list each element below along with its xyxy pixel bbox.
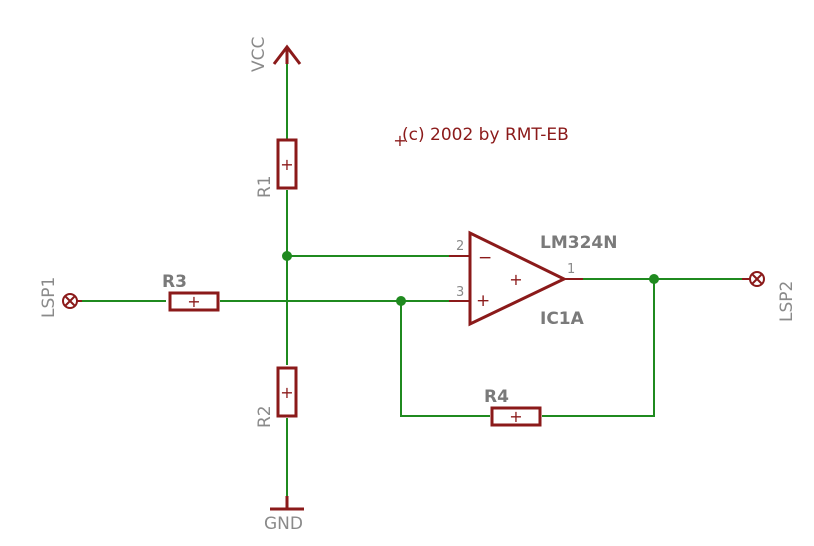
speaker-lsp2[interactable]: LSP2 bbox=[742, 271, 797, 322]
resistor-r1-label: R1 bbox=[255, 175, 275, 198]
opamp-pin-3-number: 3 bbox=[456, 285, 464, 300]
resistor-r4-body bbox=[490, 406, 542, 427]
resistor-r1-body bbox=[276, 138, 298, 190]
resistor-r4-label: R4 bbox=[484, 387, 509, 407]
opamp-pin-2-number: 2 bbox=[456, 239, 464, 254]
resistor-r3-mark: + bbox=[187, 292, 200, 311]
resistor-r1[interactable]: + R1 bbox=[255, 138, 298, 198]
opamp-ic1a[interactable]: − + + 2 3 1 LM324N IC1A bbox=[449, 230, 617, 329]
wire-feedback-left bbox=[400, 301, 490, 417]
resistor-r4[interactable]: + R4 bbox=[484, 387, 542, 427]
gnd-symbol: GND bbox=[264, 496, 304, 534]
speaker-lsp1[interactable]: LSP1 bbox=[39, 277, 82, 318]
opamp-name-label: IC1A bbox=[540, 309, 585, 329]
speaker-lsp2-pad-icon bbox=[749, 271, 765, 287]
junction-output bbox=[649, 274, 659, 284]
junction-inverting bbox=[282, 251, 292, 261]
opamp-minus-sign: − bbox=[478, 248, 492, 268]
copyright-note: + (c) 2002 by RMT-EB bbox=[393, 125, 568, 150]
speaker-lsp2-cross-b bbox=[751, 273, 763, 285]
junction-noninverting bbox=[396, 296, 406, 306]
resistor-r2[interactable]: + R2 bbox=[255, 366, 298, 428]
resistor-r3-label: R3 bbox=[162, 272, 187, 292]
wire-feedback-right bbox=[542, 279, 655, 417]
gnd-label: GND bbox=[264, 514, 303, 534]
resistor-r4-mark: + bbox=[509, 407, 522, 426]
vcc-label: VCC bbox=[249, 37, 269, 72]
vcc-arrow-icon bbox=[272, 44, 302, 65]
opamp-pin-1-number: 1 bbox=[567, 262, 575, 277]
speaker-lsp2-label: LSP2 bbox=[777, 281, 797, 322]
resistor-r2-label: R2 bbox=[255, 405, 275, 428]
speaker-lsp1-cross-b bbox=[64, 295, 76, 307]
opamp-triangle-icon bbox=[468, 230, 568, 327]
resistor-r2-mark: + bbox=[280, 383, 293, 402]
copyright-origin-mark: + bbox=[393, 131, 406, 150]
resistor-r2-body bbox=[276, 366, 298, 418]
resistor-r3[interactable]: + R3 bbox=[162, 272, 220, 312]
copyright-text: (c) 2002 by RMT-EB bbox=[402, 125, 569, 145]
resistor-r1-mark: + bbox=[280, 155, 293, 174]
speaker-lsp1-label: LSP1 bbox=[39, 277, 59, 318]
opamp-plus-sign: + bbox=[476, 291, 490, 311]
resistor-r3-body bbox=[168, 291, 220, 312]
vcc-symbol: VCC bbox=[249, 37, 302, 72]
opamp-part-label: LM324N bbox=[540, 233, 617, 253]
opamp-origin-mark: + bbox=[509, 270, 522, 289]
